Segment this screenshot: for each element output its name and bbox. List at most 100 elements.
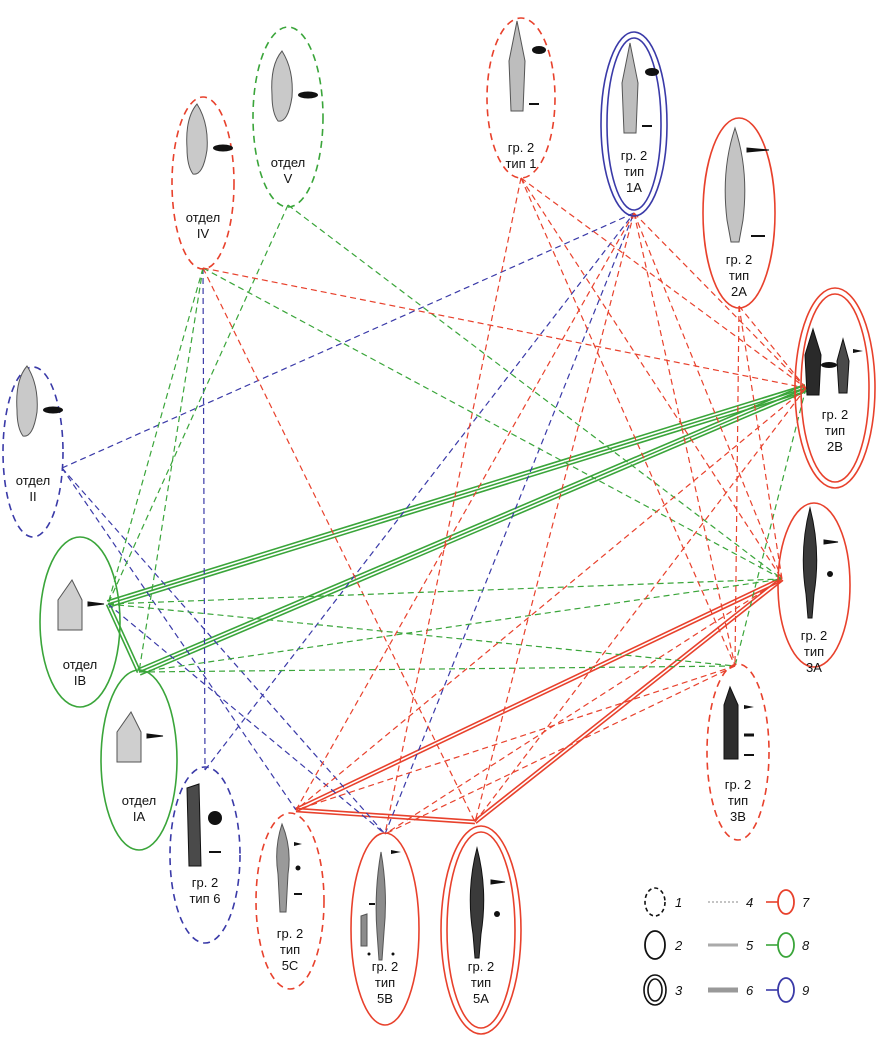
node-outline [171,96,235,270]
legend-number: 2 [674,938,683,953]
node-outline-inner [606,37,662,211]
node-outline [2,366,64,538]
edge-g2t1-g2t5B [384,177,522,835]
node-label: гр. 2 [801,628,827,643]
node-label: тип [728,793,748,808]
edge-g2t2A-g2t3A [738,305,783,580]
edge-II-g2t5B [61,467,386,835]
edge-g2t1-g2t2B [520,177,807,389]
legend-item-8: 8 [766,932,810,958]
edge-g2t5B-g2t1A [384,212,635,835]
node-label: 3В [730,809,746,824]
edge-g2t2B-g2t5C [295,387,807,811]
node-outline [39,536,121,708]
legend-number: 7 [802,895,810,910]
edge-g2t3A-g2t5B [384,578,783,835]
node-label: 2А [731,284,747,299]
legend-item-7: 7 [766,889,810,915]
node-label: IA [133,809,146,824]
edge-IV-IA [138,267,204,673]
legend-number: 4 [746,895,753,910]
edge-V-g2t3A [287,204,783,580]
artifact-drawing [723,685,754,760]
legend-number: 5 [746,938,754,953]
edge-g2t1A-g2t3B [633,212,736,667]
artifact-drawing [186,783,222,867]
node-label: гр. 2 [725,777,751,792]
legend-number: 6 [746,983,754,998]
edge-g2t2B-g2t3B [734,387,807,667]
artifact-drawing [804,327,863,396]
node-label: 2В [827,439,843,454]
node-label: тип [280,942,300,957]
edge-g2t1A-g2t5A [474,212,635,823]
edge-IB-g2t3A [107,578,783,605]
legend-item-1: 1 [644,887,682,917]
artifact-drawing [271,50,318,122]
artifact-drawing [360,850,401,961]
edge-IV-IB [107,267,204,605]
artifact-drawing [116,711,164,763]
edge-g2t1-g2t3B [520,177,736,667]
edge-g2t3B-g2t5C [295,665,736,811]
edge-g2t6-g2t1A [204,212,635,771]
legend-item-5: 5 [708,938,754,953]
artifact-drawing [57,579,105,631]
node-label: II [29,489,36,504]
edge-g2t1A-g2t3A [633,212,783,580]
artifact-drawing [276,822,302,913]
node-label: тип [375,975,395,990]
legend-number: 8 [802,938,810,953]
node-label: отдел [63,657,97,672]
legend-item-9: 9 [766,977,809,1003]
node-label: отдел [16,473,50,488]
edges-layer [61,177,808,835]
node-outline [777,502,851,668]
node-label: V [284,171,293,186]
edge-IB-g2t5B [107,603,386,835]
node-outline [706,663,770,841]
node-outline-inner [446,831,516,1029]
node-outline-inner [800,293,870,483]
node-label: тип [471,975,491,990]
artifact-drawing [16,365,63,437]
node-label: тип [804,644,824,659]
legend-number: 1 [675,895,682,910]
edge-IV-g2t3A [202,267,783,580]
artifact-drawing [469,846,506,959]
node-label: тип 6 [189,891,220,906]
node-label: тип [825,423,845,438]
legend-item-2: 2 [644,930,683,960]
legend-item-4: 4 [708,895,753,910]
node-label: гр. 2 [508,140,534,155]
node-label: гр. 2 [621,148,647,163]
edge-g2t1A-g2t5C [295,212,635,811]
edge-V-IB [107,204,289,605]
node-outline [600,31,668,217]
node-label: гр. 2 [468,959,494,974]
node-outline [169,766,241,944]
node-outline [252,26,324,208]
node-label: тип [624,164,644,179]
node-label: гр. 2 [277,926,303,941]
node-label: IB [74,673,86,688]
legend-number: 3 [675,983,683,998]
node-label: 5В [377,991,393,1006]
artifact-drawing [186,103,233,175]
node-outline [486,17,556,179]
edge-g2t2A-g2t2B [738,305,807,389]
legend-number: 9 [802,983,809,998]
node-label: тип [729,268,749,283]
edge-II-g2t5C [61,467,297,811]
